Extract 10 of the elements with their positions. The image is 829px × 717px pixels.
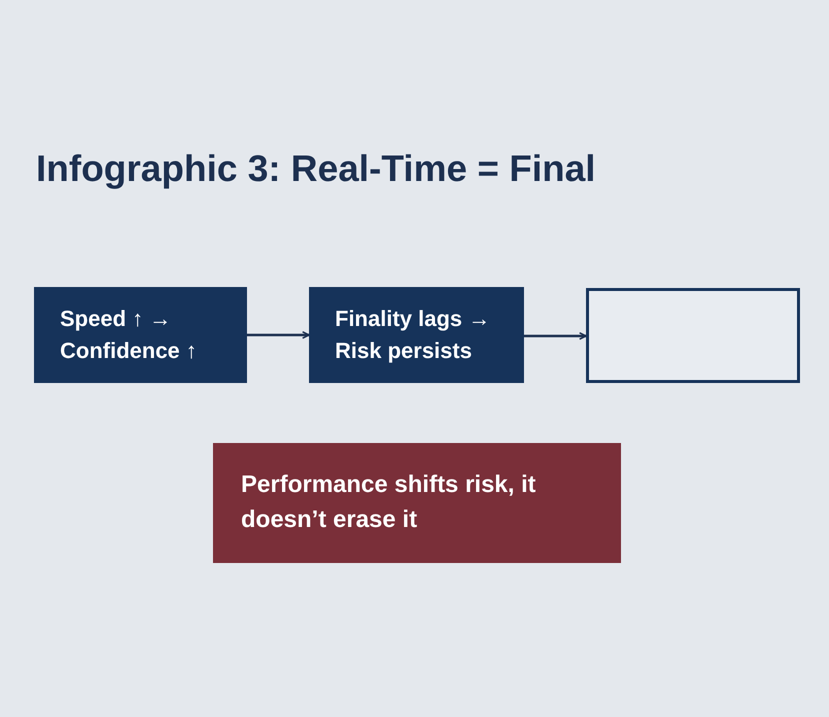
box-text: Performance shifts risk, it doesn’t erase it: [241, 470, 537, 535]
empty-box: [586, 288, 800, 383]
arrow: [247, 331, 310, 339]
box-text: Finality lags → Risk persists: [335, 305, 492, 365]
box-text: Speed ↑ → Confidence ↑: [60, 305, 198, 365]
callout-box: [213, 443, 621, 563]
title: Infographic 3: Real-Time = Final: [36, 148, 596, 190]
arrow: [524, 332, 587, 340]
process-box: [34, 287, 247, 383]
process-box: [309, 287, 524, 383]
